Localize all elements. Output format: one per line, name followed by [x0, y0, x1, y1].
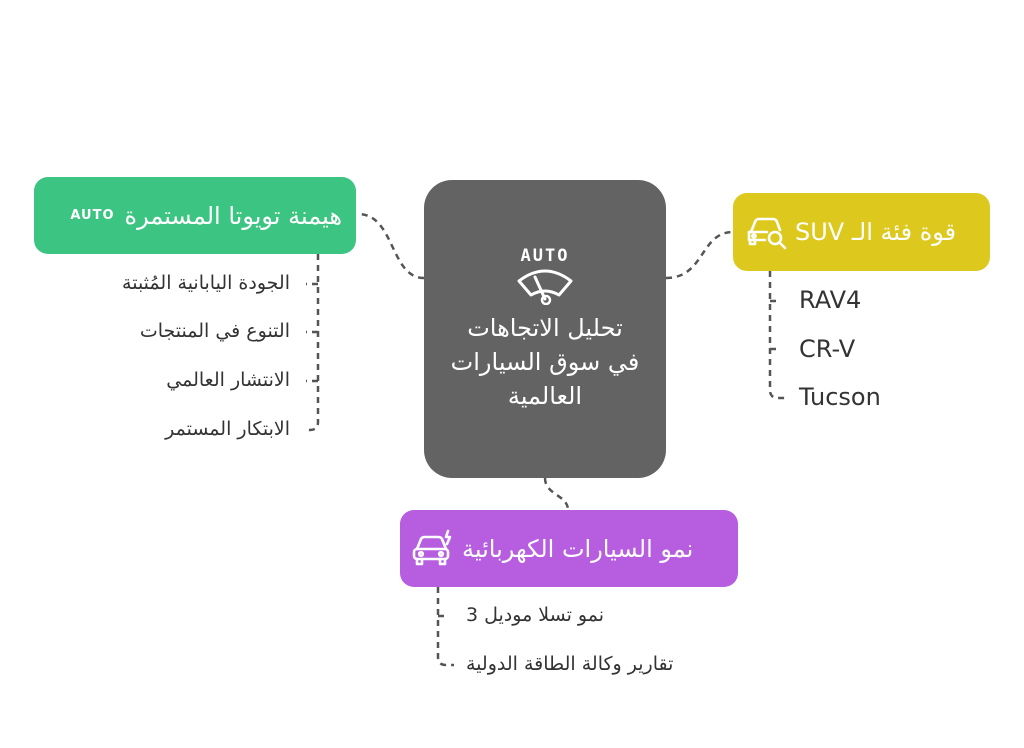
center-topic-node[interactable]: AUTO تحليل الاتجاهات في سوق السيارات الع… [424, 180, 666, 478]
suv-strength-node[interactable]: قوة فئة الـ SUV [733, 193, 990, 271]
connector-ev-leaves [436, 587, 454, 667]
toyota-dominance-node[interactable]: AUTO هيمنة تويوتا المستمرة [34, 177, 356, 254]
toyota-item-variety: التنوع في المنتجات [139, 320, 290, 342]
ev-item-iea: تقارير وكالة الطاقة الدولية [466, 653, 674, 675]
suv-item-rav4: RAV4 [799, 286, 862, 314]
suv-item-crv: CR-V [799, 335, 856, 363]
suv-item-tucson: Tucson [799, 383, 881, 411]
auto-wiper-icon: AUTO [517, 246, 573, 305]
connector-suv-leaves [768, 271, 786, 400]
connector-center-toyota [357, 212, 425, 280]
auto-badge-icon: AUTO [70, 208, 115, 223]
connector-center-suv [665, 230, 734, 280]
ev-node-label: نمو السيارات الكهربائية [462, 534, 694, 563]
ev-growth-node[interactable]: نمو السيارات الكهربائية [400, 510, 738, 587]
electric-car-icon [412, 529, 452, 565]
toyota-item-innovation: الابتكار المستمر [165, 418, 290, 440]
car-search-icon [747, 217, 787, 250]
center-title: تحليل الاتجاهات في سوق السيارات العالمية [450, 314, 640, 410]
connector-center-ev [543, 477, 570, 511]
toyota-item-quality: الجودة اليابانية المُثبتة [122, 272, 290, 294]
auto-icon-text: AUTO [521, 246, 570, 266]
suv-node-label: قوة فئة الـ SUV [795, 218, 957, 246]
toyota-node-label: هيمنة تويوتا المستمرة [124, 201, 343, 230]
ev-item-tesla: نمو تسلا موديل 3 [466, 604, 605, 626]
toyota-item-global: الانتشار العالمي [166, 369, 290, 391]
connector-toyota-leaves [304, 254, 320, 432]
